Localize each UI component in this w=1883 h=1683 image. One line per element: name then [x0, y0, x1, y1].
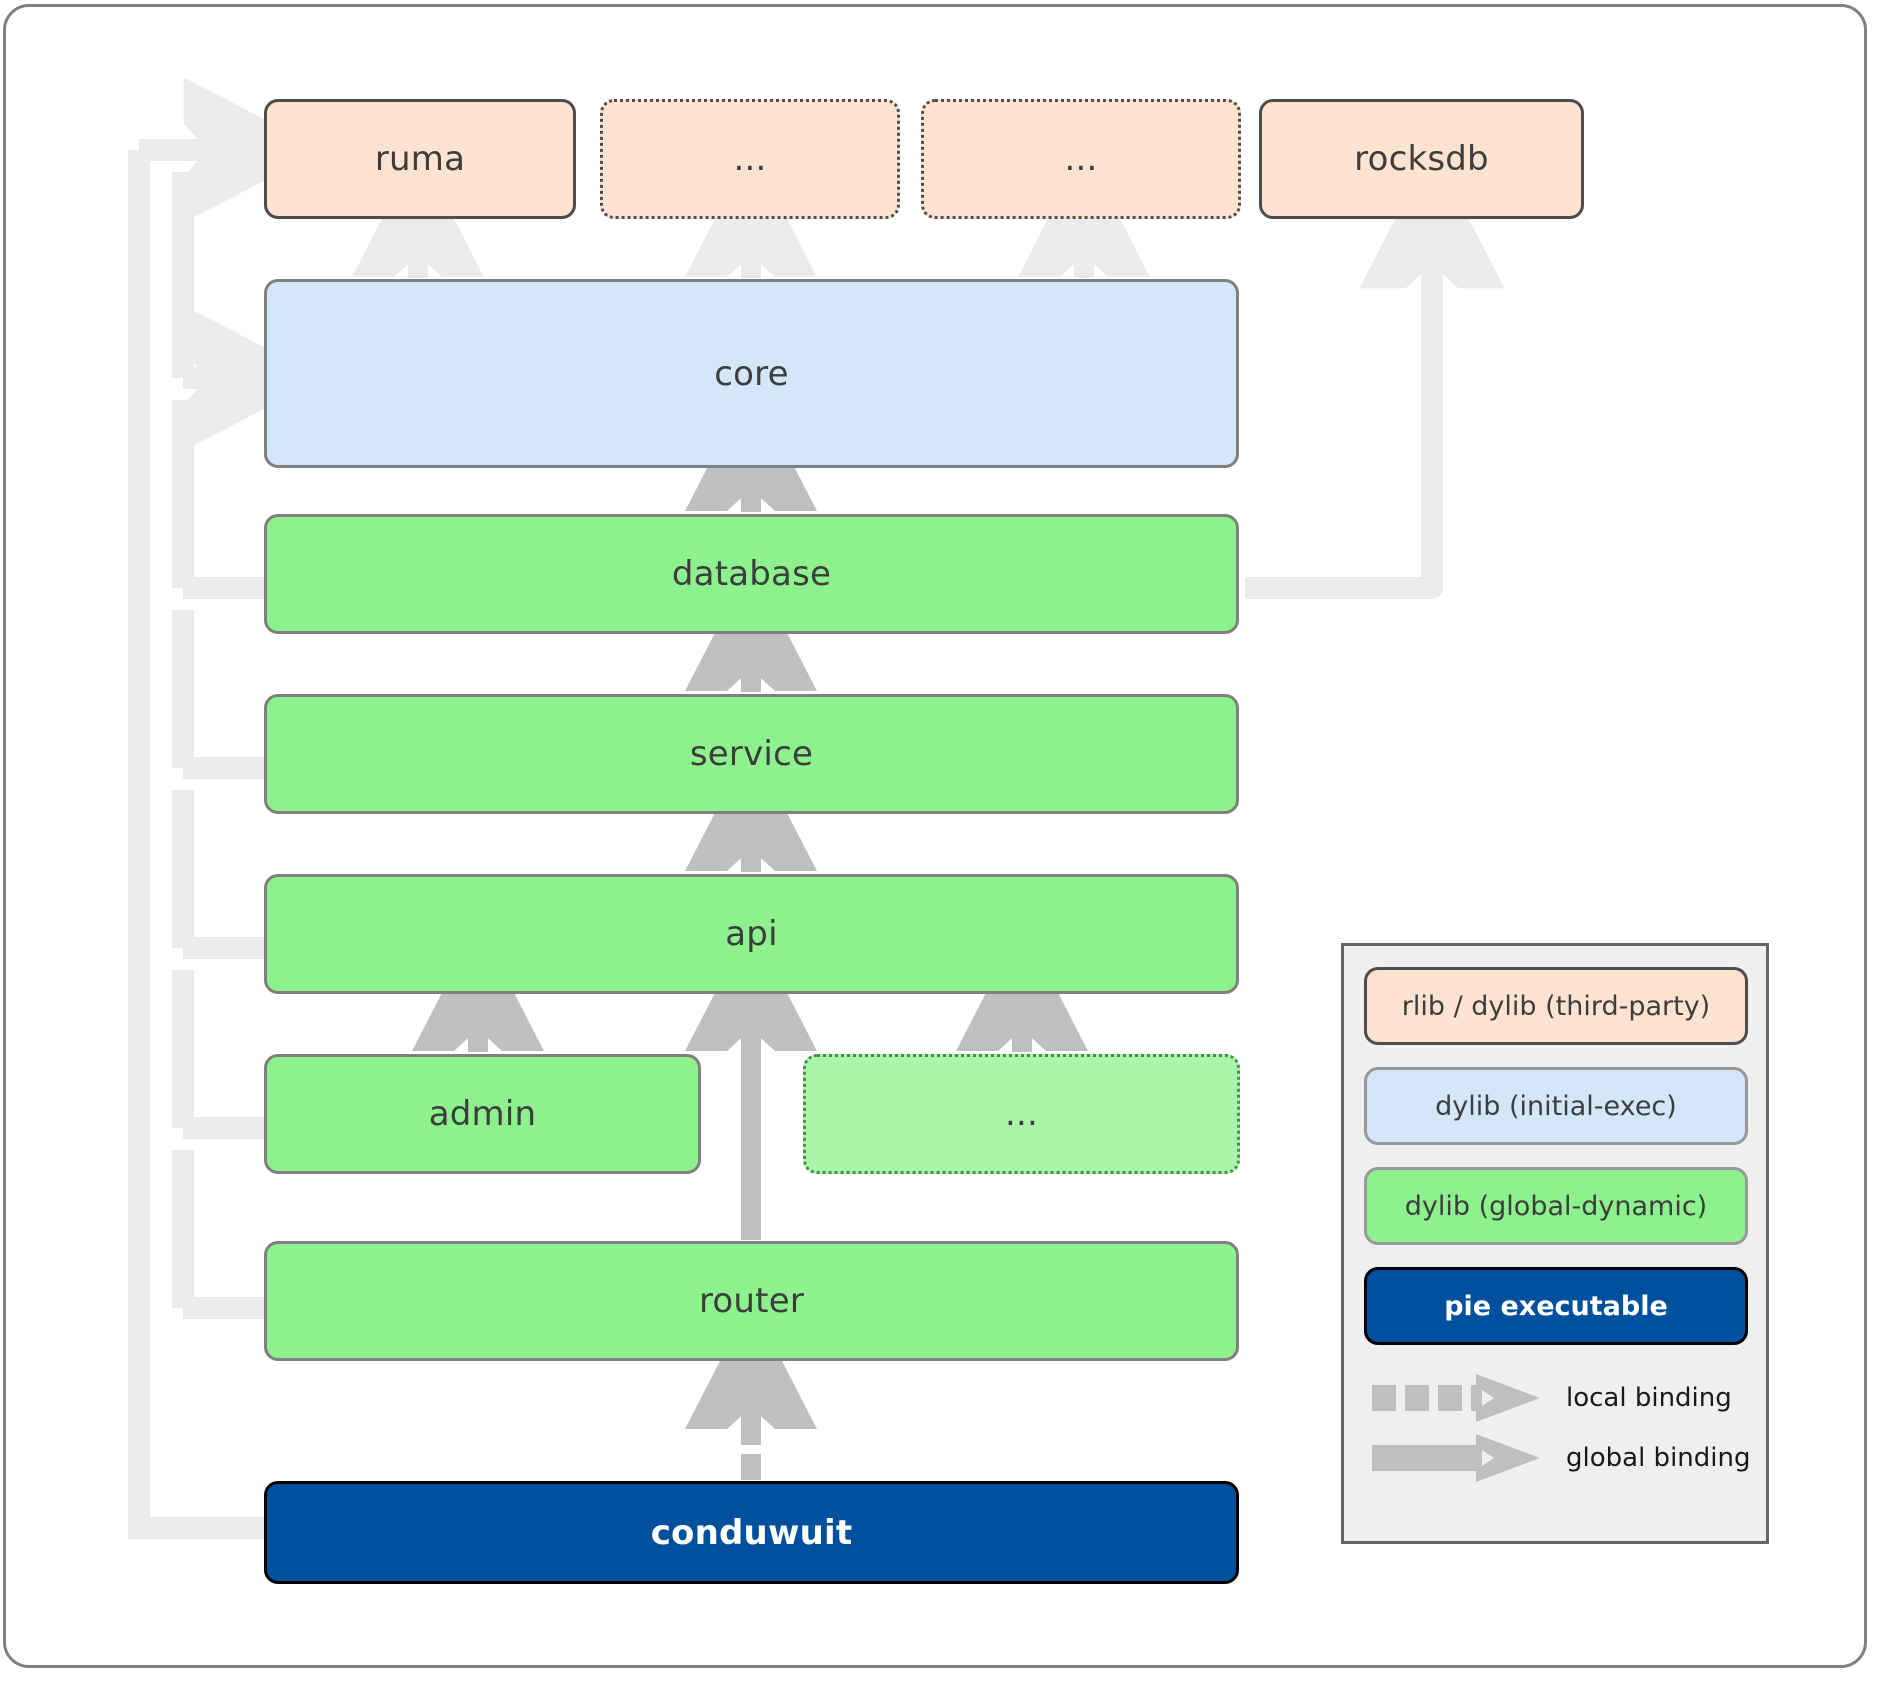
node-service-label: service — [689, 734, 814, 774]
legend-local-binding-arrow-icon — [1364, 1368, 1554, 1428]
legend-swatch-initial-exec-label: dylib (initial-exec) — [1435, 1090, 1677, 1122]
node-router[interactable]: router — [264, 1241, 1239, 1361]
legend-panel: rlib / dylib (third-party) dylib (initia… — [1341, 943, 1769, 1544]
node-ruma[interactable]: ruma — [264, 99, 576, 219]
edge-conduwuit-to-api — [172, 790, 270, 959]
node-admin[interactable]: admin — [264, 1054, 701, 1174]
legend-row-local-binding: local binding — [1364, 1368, 1752, 1428]
legend-swatch-third-party: rlib / dylib (third-party) — [1364, 967, 1748, 1045]
legend-row-global-binding: global binding — [1364, 1428, 1752, 1488]
node-third-party-dots-2[interactable]: ... — [921, 99, 1241, 219]
node-third-party-dots-1-label: ... — [733, 139, 767, 179]
node-third-party-dots-2-label: ... — [1064, 139, 1098, 179]
node-global-dynamic-dots[interactable]: ... — [803, 1054, 1240, 1174]
legend-local-binding-label: local binding — [1566, 1383, 1732, 1413]
node-rocksdb[interactable]: rocksdb — [1259, 99, 1584, 219]
node-database-label: database — [671, 554, 832, 594]
legend-swatch-third-party-label: rlib / dylib (third-party) — [1401, 990, 1711, 1022]
legend-global-binding-label: global binding — [1566, 1443, 1751, 1473]
node-admin-label: admin — [428, 1094, 537, 1134]
legend-swatch-global-dynamic: dylib (global-dynamic) — [1364, 1167, 1748, 1245]
node-conduwuit-label: conduwuit — [650, 1512, 853, 1553]
node-rocksdb-label: rocksdb — [1354, 139, 1489, 179]
edge-conduwuit-to-core — [172, 172, 325, 451]
edge-conduwuit-to-router — [172, 1150, 270, 1319]
edge-conduwuit-to-service — [172, 610, 270, 779]
edge-conduwuit-trunk — [128, 150, 268, 1539]
legend-swatch-global-dynamic-label: dylib (global-dynamic) — [1404, 1190, 1708, 1222]
edge-conduwuit-to-admin — [172, 970, 270, 1139]
node-api[interactable]: api — [264, 874, 1239, 994]
node-conduwuit[interactable]: conduwuit — [264, 1481, 1239, 1584]
legend-swatch-pie: pie executable — [1364, 1267, 1748, 1345]
legend-global-binding-arrow-icon — [1364, 1428, 1554, 1488]
legend-swatch-pie-label: pie executable — [1444, 1290, 1668, 1322]
node-database[interactable]: database — [264, 514, 1239, 634]
legend-swatch-initial-exec: dylib (initial-exec) — [1364, 1067, 1748, 1145]
edge-database-to-rocksdb — [1245, 147, 1505, 599]
node-router-label: router — [698, 1281, 804, 1321]
node-ruma-label: ruma — [374, 139, 466, 179]
node-api-label: api — [725, 914, 778, 954]
node-core[interactable]: core — [264, 279, 1239, 468]
node-core-label: core — [714, 353, 789, 394]
node-service[interactable]: service — [264, 694, 1239, 814]
node-global-dynamic-dots-label: ... — [1004, 1094, 1039, 1134]
node-third-party-dots-1[interactable]: ... — [600, 99, 900, 219]
edge-conduwuit-to-database — [172, 400, 270, 599]
